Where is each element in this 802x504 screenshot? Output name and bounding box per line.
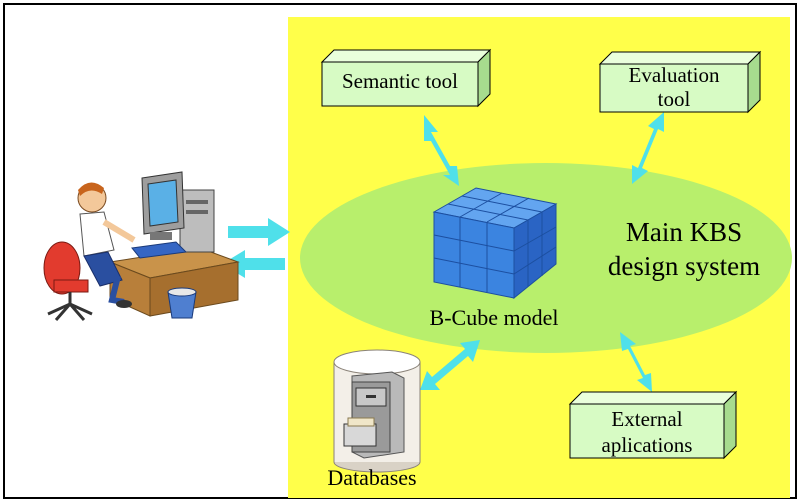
arrow-to-system: [228, 218, 290, 246]
database-icon: [333, 349, 421, 473]
arrow-evaluation: [632, 112, 664, 184]
evaluation-tool-box: [598, 50, 762, 114]
external-applications-label-line1: External: [611, 407, 683, 431]
main-system-title-line2: design system: [607, 251, 761, 281]
main-system-title-line1: Main KBS: [625, 217, 743, 247]
arrow-databases: [420, 340, 480, 390]
evaluation-tool-label-line2: tool: [657, 87, 691, 111]
arrow-semantic: [424, 115, 459, 186]
arrow-external: [620, 332, 652, 392]
user-at-computer-illustration: [43, 171, 240, 321]
external-applications-label-line2: aplications: [601, 433, 693, 457]
b-cube-icon: [432, 187, 558, 300]
semantic-tool-label: Semantic tool: [341, 69, 459, 93]
external-applications-box: [568, 390, 738, 460]
b-cube-model-label: B-Cube model: [429, 305, 559, 330]
databases-label: Databases: [327, 465, 417, 490]
semantic-tool-box: [320, 48, 492, 108]
evaluation-tool-label-line1: Evaluation: [628, 63, 720, 87]
